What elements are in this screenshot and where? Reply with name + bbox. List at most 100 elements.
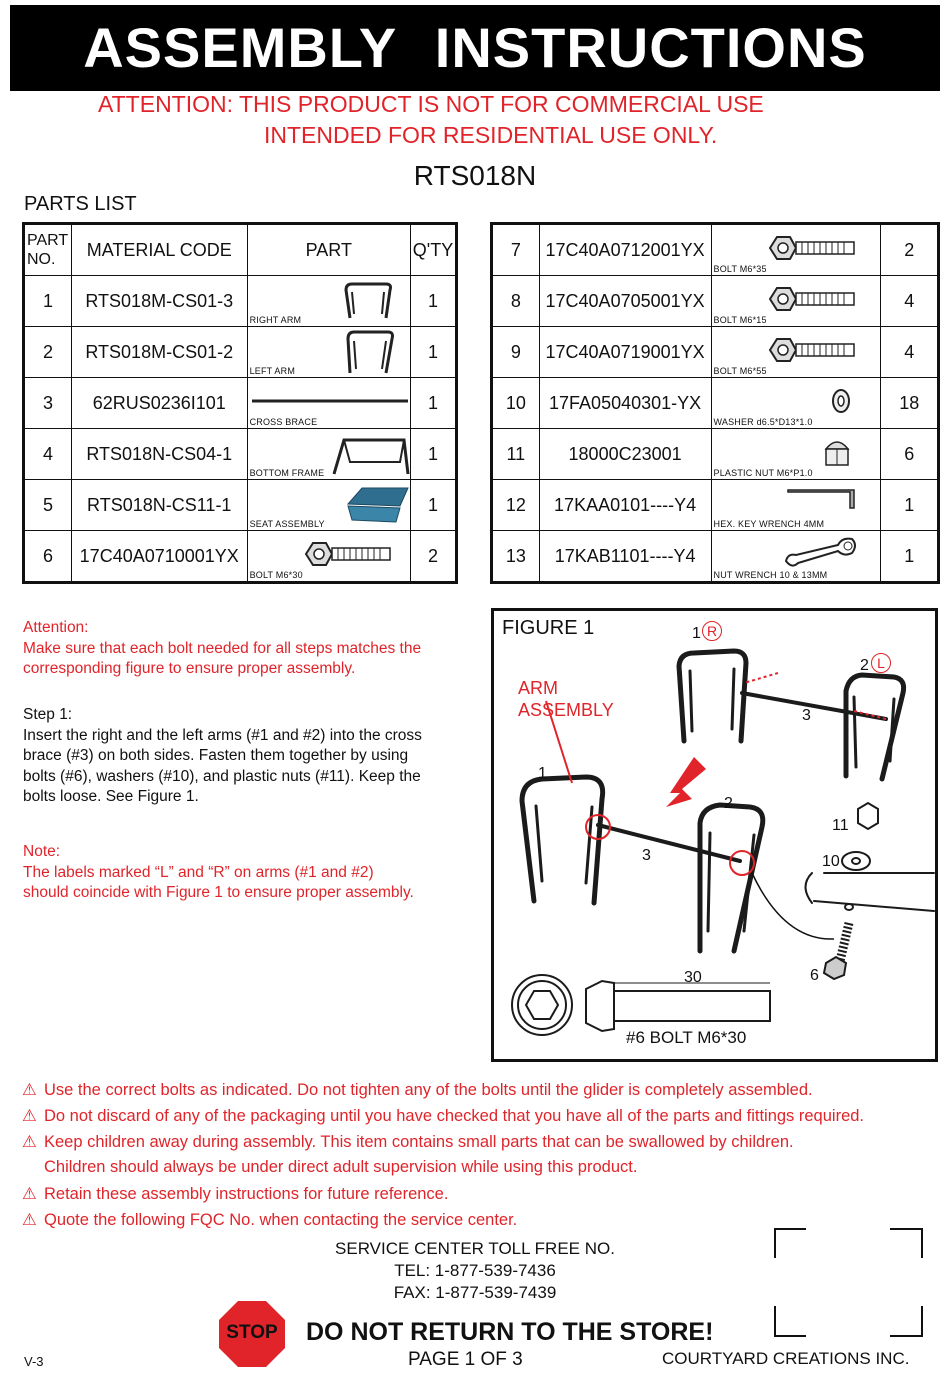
header-part-no: PART NO.	[23, 223, 72, 276]
part-no-cell: 13	[491, 530, 540, 583]
page-title: ASSEMBLY INSTRUCTIONS	[10, 5, 940, 91]
material-code-cell: 17C40A0719001YX	[538, 326, 712, 378]
part-name-caption: LEFT ARM	[249, 366, 296, 376]
bolt-caption: #6 BOLT M6*30	[626, 1028, 747, 1047]
assembly-diagram	[511, 648, 935, 1036]
label-2-upper: 2	[860, 657, 869, 674]
step-line: brace (#3) on both sides. Fasten them to…	[23, 747, 409, 764]
part-name-caption: BOLT M6*15	[713, 315, 767, 325]
qty-cell: 1	[410, 275, 457, 327]
part-picture-cell: BOTTOM FRAME	[246, 428, 412, 480]
version: V-3	[24, 1354, 44, 1369]
part-picture-cell: BOLT M6*30	[246, 530, 412, 583]
material-code-cell: 17C40A0705001YX	[538, 275, 712, 327]
material-code-cell: RTS018M-CS01-2	[70, 326, 248, 378]
part-picture-cell: HEX. KEY WRENCH 4MM	[710, 479, 882, 531]
lower-left-arm	[697, 802, 766, 954]
do-not-return: DO NOT RETURN TO THE STORE!	[306, 1318, 714, 1346]
part-name-caption: NUT WRENCH 10 & 13MM	[713, 570, 828, 580]
fqc-box	[774, 1228, 923, 1337]
warning-icon: ⚠	[22, 1107, 37, 1125]
qty-cell: 1	[410, 377, 457, 429]
qty-cell: 1	[880, 479, 939, 531]
attention-note: Attention: Make sure that each bolt need…	[23, 618, 421, 680]
arm-assembly-line-2: ASSEMBLY	[518, 700, 614, 720]
part-name-caption: PLASTIC NUT M6*P1.0	[713, 468, 813, 478]
service-tel: TEL: 1-877-539-7436	[394, 1261, 556, 1280]
warning-icon: ⚠	[22, 1185, 37, 1203]
note: Note: The labels marked “L” and “R” on a…	[23, 842, 414, 904]
stop-sign-label: STOP	[226, 1322, 278, 1343]
lower-right-arm	[519, 774, 606, 906]
warning-icon: ⚠	[22, 1133, 37, 1151]
part-name-caption: BOLT M6*30	[249, 570, 303, 580]
label-3-lower: 3	[642, 847, 651, 864]
model-number: RTS018N	[413, 160, 537, 191]
lower-cross-brace	[596, 823, 742, 863]
material-code-cell: 62RUS0236I101	[70, 377, 248, 429]
attention-line-2: INTENDED FOR RESIDENTIAL USE ONLY.	[264, 122, 718, 148]
part-picture-cell: CROSS BRACE	[246, 377, 412, 429]
figure-1: FIGURE 1 ARM ASSEMBLY	[491, 608, 938, 1062]
part-name-caption: SEAT ASSEMBLY	[249, 519, 325, 529]
label-10: 10	[822, 853, 840, 870]
label-2-lower: 2	[724, 795, 733, 812]
header-qty: Q'TY	[410, 223, 457, 276]
step-line: bolts (#6), washers (#10), and plastic n…	[23, 767, 421, 785]
material-code-cell: RTS018M-CS01-3	[70, 275, 248, 327]
qty-cell: 1	[410, 428, 457, 480]
part-no-cell: 6	[23, 530, 72, 583]
dimension-30: 30	[684, 969, 702, 986]
qty-cell: 2	[880, 223, 939, 276]
step-1: Step 1: Insert the right and the left ar…	[23, 705, 422, 808]
qty-cell: 1	[410, 326, 457, 378]
page-number: PAGE 1 OF 3	[408, 1349, 523, 1370]
upper-cross-brace	[740, 691, 888, 721]
stop-sign-icon	[219, 1301, 285, 1367]
note-title: Note:	[23, 843, 61, 860]
part-no-cell: 9	[491, 326, 540, 378]
nut-11	[857, 801, 879, 831]
figure-title: FIGURE 1	[502, 617, 595, 639]
qty-cell: 2	[410, 530, 457, 583]
warning-item: ⚠Retain these assembly instructions for …	[22, 1185, 449, 1203]
material-code-cell: RTS018N-CS04-1	[70, 428, 248, 480]
company-name: COURTYARD CREATIONS INC.	[662, 1349, 910, 1368]
material-code-cell: 17KAB1101----Y4	[538, 530, 712, 583]
material-code-cell: 17KAA0101----Y4	[538, 479, 712, 531]
part-no-cell: 7	[491, 223, 540, 276]
part-name-caption: HEX. KEY WRENCH 4MM	[713, 519, 825, 529]
attention-line-1: ATTENTION: THIS PRODUCT IS NOT FOR COMME…	[98, 91, 764, 117]
part-name-caption: BOLT M6*55	[713, 366, 767, 376]
mark-l: L	[871, 653, 891, 673]
warning-icon: ⚠	[22, 1211, 37, 1229]
qty-cell: 6	[880, 428, 939, 480]
part-no-cell: 4	[23, 428, 72, 480]
part-picture-cell: LEFT ARM	[246, 326, 412, 378]
material-code-cell: 18000C23001	[538, 428, 712, 480]
qty-cell: 18	[880, 377, 939, 429]
part-no-cell: 2	[23, 326, 72, 378]
part-picture-cell: BOLT M6*55	[710, 326, 882, 378]
warning-item: ⚠Do not discard of any of the packaging …	[22, 1107, 865, 1125]
arm-assembly-label: ARM ASSEMBLY	[518, 677, 614, 721]
upper-left-arm	[843, 672, 907, 782]
upper-right-arm	[676, 648, 749, 744]
part-no-cell: 10	[491, 377, 540, 429]
part-picture-cell: PLASTIC NUT M6*P1.0	[710, 428, 882, 480]
part-name-caption: RIGHT ARM	[249, 315, 302, 325]
part-no-cell: 3	[23, 377, 72, 429]
service-fax: FAX: 1-877-539-7439	[393, 1283, 557, 1302]
warning-item: ⚠Use the correct bolts as indicated. Do …	[22, 1081, 813, 1099]
note-line: should coincide with Figure 1 to ensure …	[23, 884, 414, 901]
qty-cell: 1	[880, 530, 939, 583]
